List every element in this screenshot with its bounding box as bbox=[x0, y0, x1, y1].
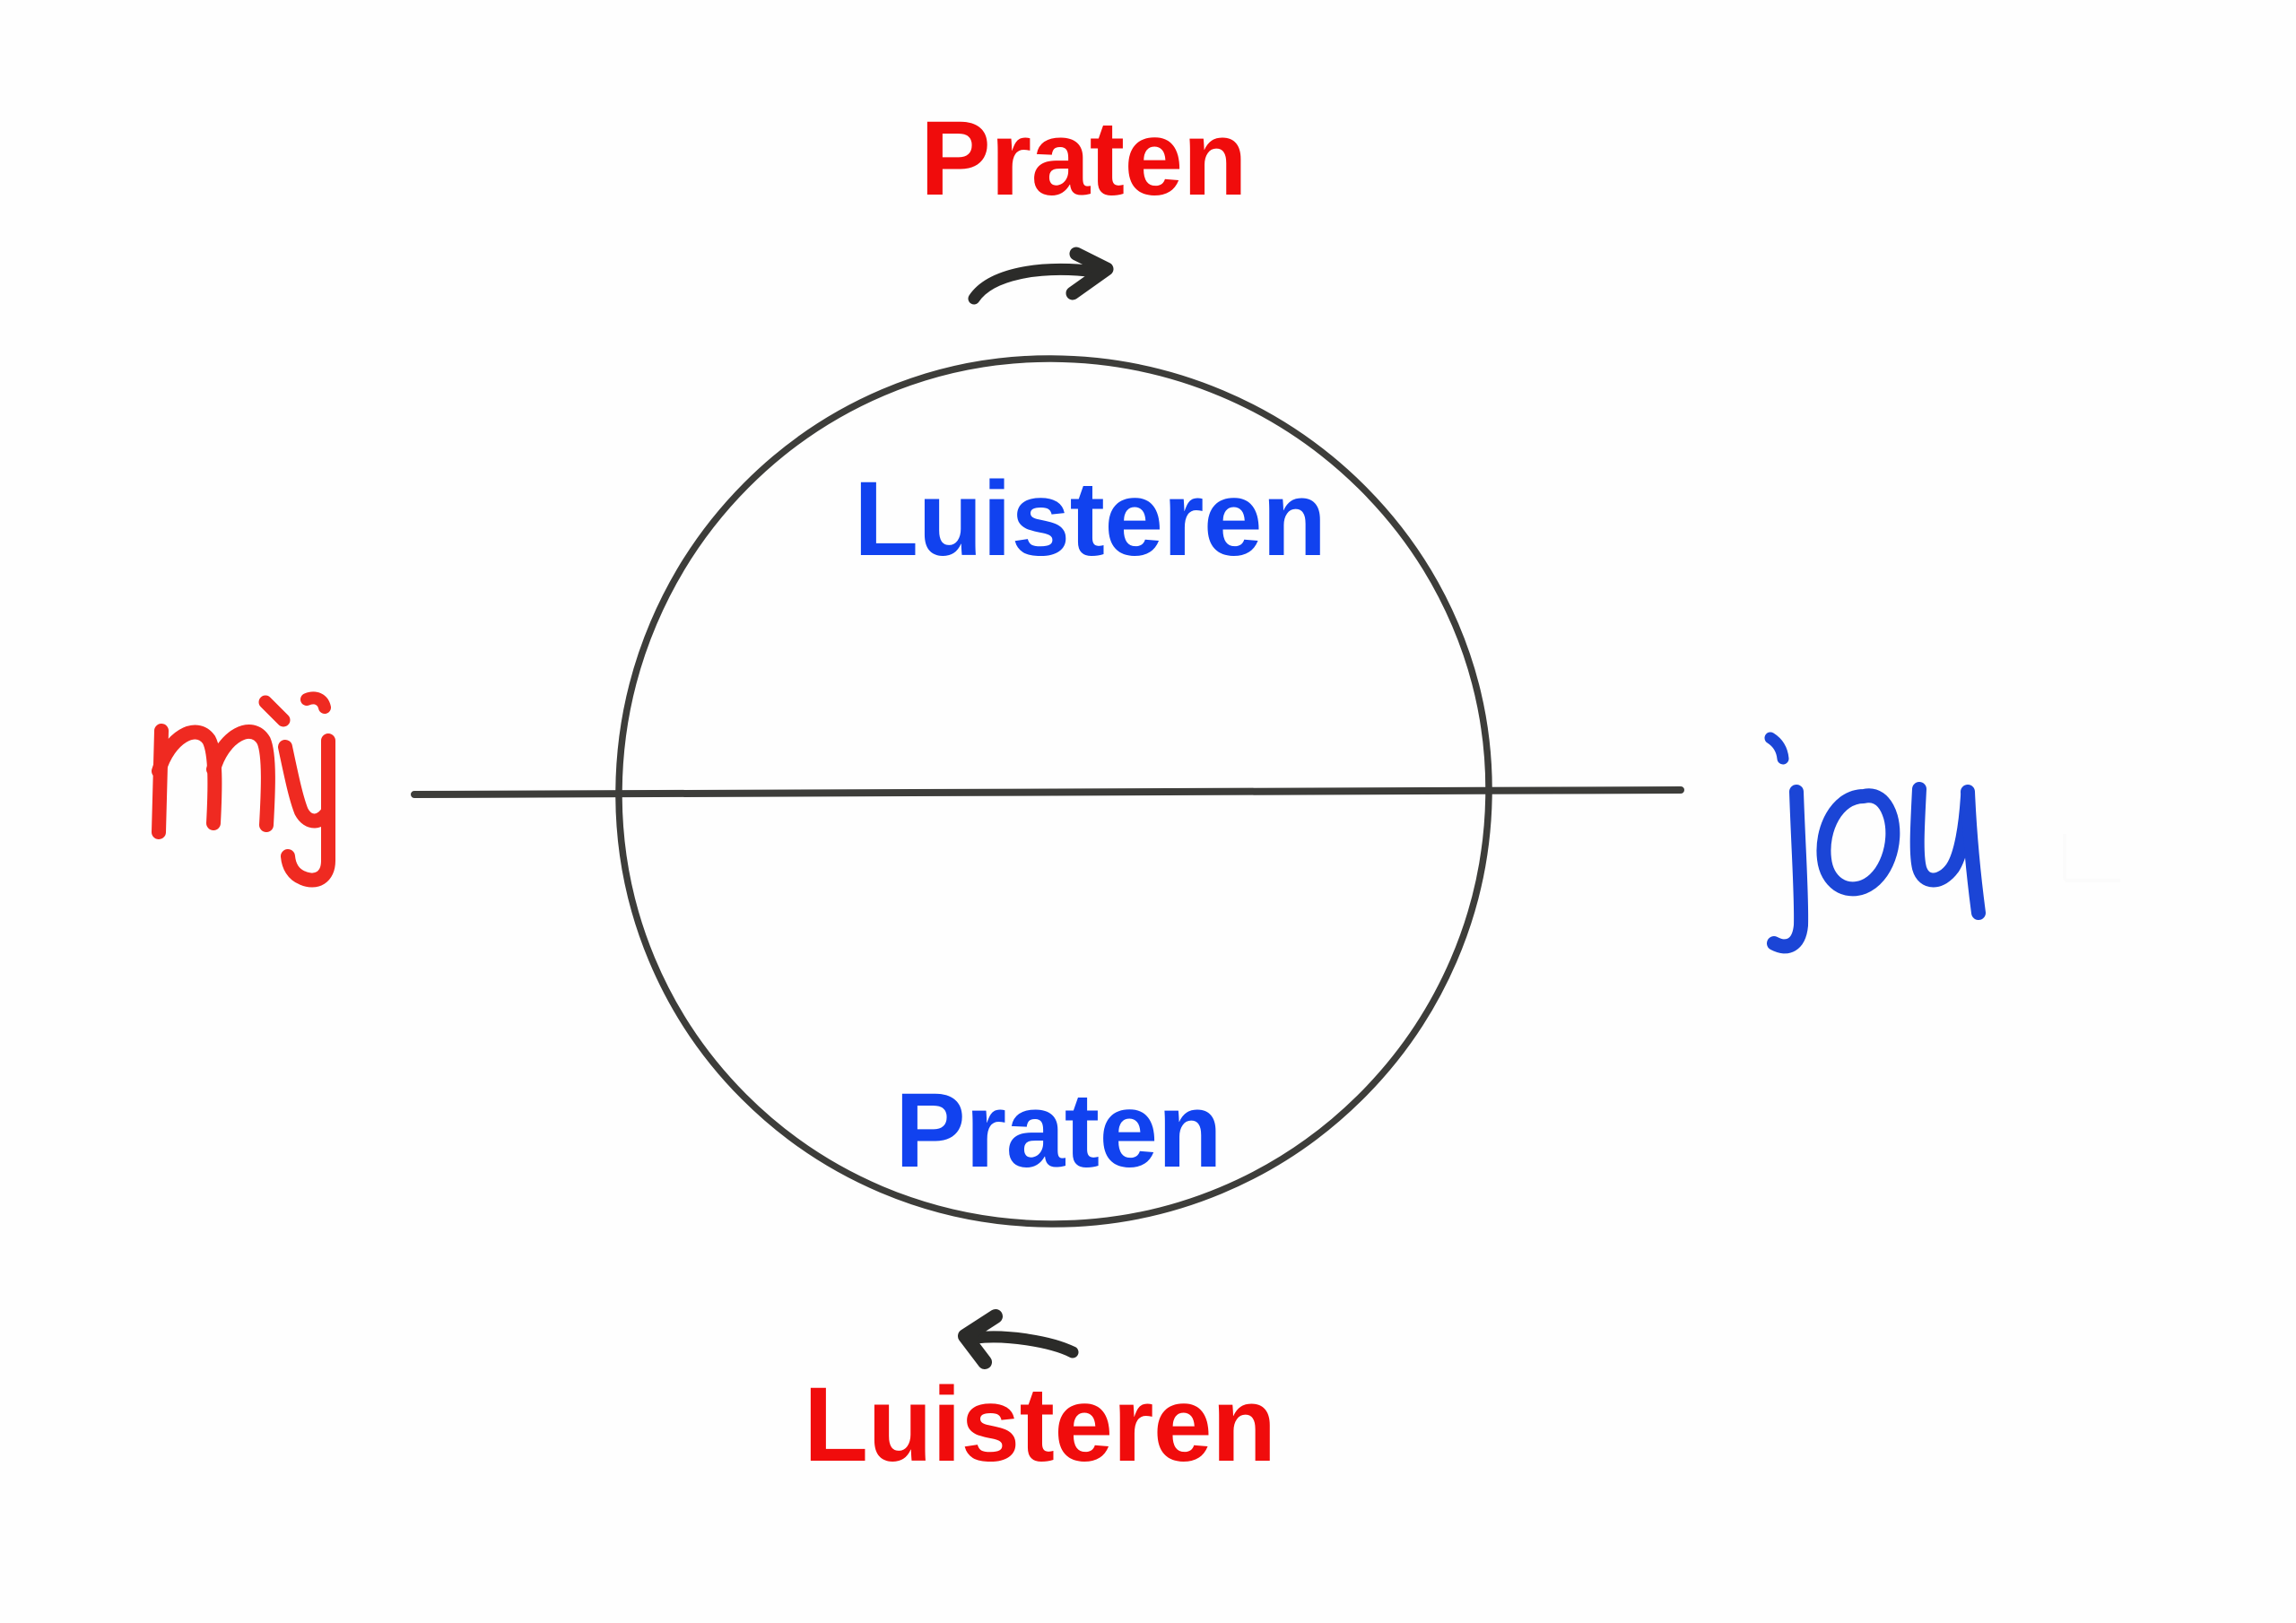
horizontal-line bbox=[411, 786, 1684, 798]
label-praten-circle-bottom: Praten bbox=[895, 1072, 1222, 1190]
curved-arrow-right-icon bbox=[968, 247, 1114, 305]
circle-outline bbox=[615, 355, 1492, 1228]
handwritten-jou-icon bbox=[1764, 732, 1986, 954]
handwritten-mij-icon bbox=[152, 691, 336, 888]
label-praten-top: Praten bbox=[920, 100, 1248, 218]
curved-arrow-left-icon bbox=[958, 1309, 1079, 1369]
stray-ink-mark bbox=[2063, 834, 2120, 882]
label-luisteren-bottom: Luisteren bbox=[804, 1366, 1276, 1484]
label-luisteren-circle-top: Luisteren bbox=[854, 460, 1326, 578]
